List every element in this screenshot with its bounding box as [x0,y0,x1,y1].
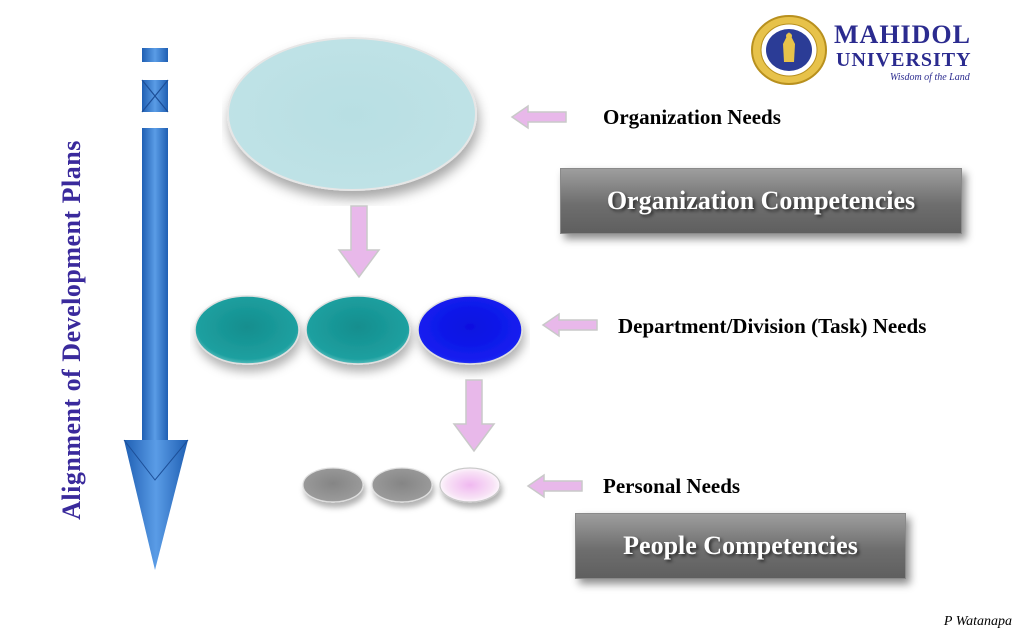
department-ellipses [194,295,523,365]
organization-ellipse [227,37,477,191]
logo-name-line1: MAHIDOL [834,20,971,49]
flow-down-arrow-2 [452,379,496,453]
alignment-down-arrow [123,48,189,570]
arrow-head [124,440,188,570]
side-label-text: Alignment of Development Plans [57,140,86,520]
university-seal-icon [751,15,827,85]
personal-ellipse-1 [302,467,364,503]
author-credit: P Watanapa [943,614,1012,629]
people-competencies-label: People Competencies [623,531,858,560]
arrow-segment-1 [142,48,168,62]
people-competencies-box: People Competencies [575,513,906,579]
pointer-arrow-department [541,312,598,338]
university-logo: MAHIDOL UNIVERSITY Wisdom of the Land [750,14,1010,86]
personal-needs-label: Personal Needs [603,474,741,498]
pointer-arrow-organization [510,104,567,130]
organization-needs-label: Organization Needs [603,105,781,129]
personal-ellipse-2 [371,467,433,503]
organization-competencies-box: Organization Competencies [560,168,962,234]
personal-ellipses [302,467,501,503]
pointer-arrow-personal [526,473,583,499]
side-label: Alignment of Development Plans [32,120,112,540]
department-ellipse-1 [194,295,300,365]
flow-down-arrow-1 [337,205,381,279]
department-ellipse-2 [305,295,411,365]
organization-competencies-label: Organization Competencies [606,186,916,215]
logo-tagline: Wisdom of the Land [890,72,970,83]
department-ellipse-3 [417,295,523,365]
personal-ellipse-3 [439,467,501,503]
department-needs-label: Department/Division (Task) Needs [618,314,927,338]
logo-name-line2: UNIVERSITY [836,49,972,71]
arrow-shaft [142,128,168,440]
